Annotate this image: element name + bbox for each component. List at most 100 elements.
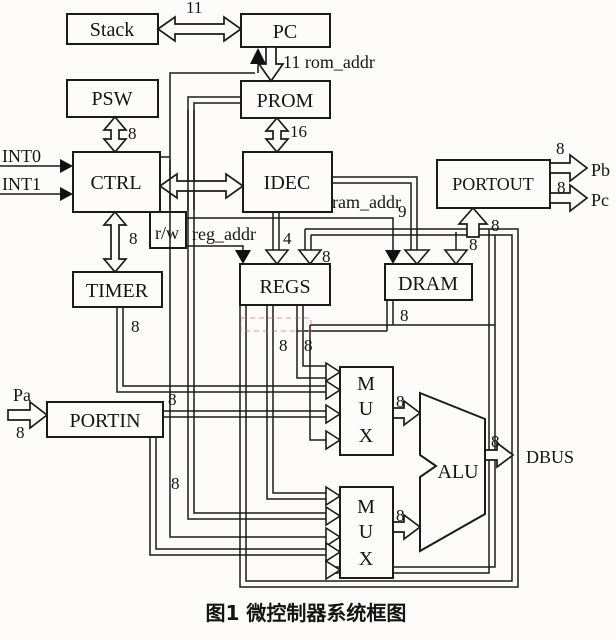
pa-in-arrow bbox=[7, 400, 49, 430]
wire-dbus-loop-inner bbox=[245, 234, 513, 582]
ram-addr-label: ram_addr bbox=[332, 192, 401, 212]
regs-write-arrowhead bbox=[297, 249, 323, 266]
reg-addr-label: reg_addr bbox=[192, 224, 256, 244]
width-pb: 8 bbox=[556, 139, 565, 158]
block-alu: ALU bbox=[419, 391, 486, 553]
portin-label: PORTIN bbox=[69, 410, 140, 432]
wire-muxb-in4b bbox=[155, 437, 326, 550]
pc-port-label: Pc bbox=[591, 190, 609, 210]
figure-caption: 图1 微控制器系统框图 bbox=[206, 601, 407, 625]
mux1-letter-u: U bbox=[359, 398, 374, 420]
block-timer: TIMER bbox=[72, 271, 163, 308]
wire-timer-mux-a bbox=[116, 307, 326, 393]
block-rw-flag: r/w bbox=[149, 211, 187, 249]
wire-timer-mux-b bbox=[122, 307, 326, 387]
alu-label: ALU bbox=[437, 461, 479, 483]
wire-prom-muxb-outer bbox=[187, 96, 326, 520]
mux1-letter-x: X bbox=[359, 425, 374, 447]
timer-label: TIMER bbox=[86, 280, 149, 302]
ctrl-idec-bus-arrow bbox=[158, 172, 245, 200]
width-mux1-out: 8 bbox=[396, 392, 405, 411]
ram-addr-arrowhead bbox=[385, 250, 401, 264]
block-psw: PSW bbox=[66, 79, 159, 118]
muxa-in2-arrowhead bbox=[325, 379, 342, 401]
block-dram: DRAM bbox=[384, 263, 473, 301]
regs-label: REGS bbox=[259, 276, 310, 298]
pc-load-arrowhead bbox=[250, 48, 266, 64]
portout-in-arrow bbox=[457, 206, 489, 238]
int0-label: INT0 bbox=[2, 146, 41, 166]
mux1-alu-arrow bbox=[392, 399, 422, 427]
rom-addr-label: 11 rom_addr bbox=[283, 52, 375, 72]
muxa-in1-arrowhead bbox=[325, 361, 342, 383]
wire-idec-dram-inner bbox=[332, 182, 412, 250]
psw-ctrl-bus-arrow bbox=[102, 115, 128, 154]
block-mux2: M U X bbox=[339, 486, 394, 579]
muxa-in4-arrowhead bbox=[325, 429, 342, 451]
block-prom: PROM bbox=[240, 80, 331, 119]
width-regs-out-b: 8 bbox=[304, 336, 313, 355]
muxb-in1-arrowhead bbox=[325, 485, 342, 507]
width-stack-pc: 11 bbox=[186, 0, 202, 17]
alu-dbus-arrow bbox=[484, 441, 515, 469]
width-portin-out: 8 bbox=[168, 390, 177, 409]
width-alu-out: 8 bbox=[491, 432, 500, 451]
stack-pc-bus-arrow bbox=[156, 15, 243, 43]
pb-label: Pb bbox=[591, 160, 610, 180]
wire-ctrl-pc-muxb bbox=[169, 72, 326, 538]
wire-regs-outa1 bbox=[266, 305, 326, 500]
block-regs: REGS bbox=[239, 263, 331, 306]
width-portout-in: 8 bbox=[491, 216, 500, 235]
mux2-letter-m: M bbox=[357, 496, 375, 518]
wire-prom-muxb-inner bbox=[193, 102, 326, 514]
rw-regs-arrowhead bbox=[235, 250, 251, 264]
width-dram-out: 8 bbox=[400, 306, 409, 325]
mux1-letter-m: M bbox=[357, 373, 375, 395]
mux2-alu-arrow bbox=[392, 513, 422, 541]
wire-idec-dram-outer bbox=[332, 176, 418, 250]
width-pc-port: 8 bbox=[557, 178, 566, 197]
rw-label: r/w bbox=[155, 223, 179, 243]
wire-regs-outb2 bbox=[302, 305, 326, 367]
mux2-letter-u: U bbox=[359, 521, 374, 543]
muxb-in5-arrowhead bbox=[325, 559, 342, 581]
prom-label: PROM bbox=[257, 90, 314, 112]
dram-label: DRAM bbox=[398, 273, 458, 295]
width-prom-idec: 16 bbox=[290, 122, 307, 141]
mux2-letter-x: X bbox=[359, 548, 374, 570]
width-regs-write: 8 bbox=[322, 247, 331, 266]
width-ctrl-timer: 8 bbox=[129, 229, 138, 248]
width-timer-out: 8 bbox=[131, 317, 140, 336]
block-portin: PORTIN bbox=[46, 401, 164, 438]
ctrl-timer-bus-arrow bbox=[102, 210, 128, 274]
block-idec: IDEC bbox=[242, 151, 333, 213]
wire-muxb-in4a bbox=[149, 437, 326, 556]
int0-arrowhead bbox=[60, 159, 73, 173]
pa-label: Pa bbox=[13, 385, 31, 405]
block-ctrl: CTRL bbox=[72, 151, 161, 213]
dram-write-arrowhead bbox=[443, 249, 469, 266]
ctrl-label: CTRL bbox=[90, 172, 141, 194]
block-mux1: M U X bbox=[339, 366, 394, 456]
int1-arrowhead bbox=[60, 187, 73, 201]
block-stack: Stack bbox=[66, 13, 159, 45]
idec-label: IDEC bbox=[264, 172, 311, 194]
block-portout: PORTOUT bbox=[436, 159, 551, 209]
muxb-in3-arrowhead bbox=[325, 526, 342, 548]
int1-label: INT1 bbox=[2, 174, 41, 194]
muxb-in2-arrowhead bbox=[325, 505, 342, 527]
prom-idec-bus-arrow bbox=[264, 116, 290, 154]
pc-label: PC bbox=[273, 21, 297, 43]
width-ctrl-down: 8 bbox=[171, 474, 180, 493]
pc-out-arrow bbox=[549, 183, 589, 213]
width-psw-ctrl: 8 bbox=[128, 124, 137, 143]
width-mux2-out: 8 bbox=[396, 506, 405, 525]
idec-regs-arrowhead bbox=[264, 249, 290, 266]
width-dram-write: 8 bbox=[469, 235, 478, 254]
psw-label: PSW bbox=[91, 88, 132, 110]
wire-ram-addr bbox=[187, 217, 394, 250]
portout-label: PORTOUT bbox=[452, 174, 534, 194]
block-pc: PC bbox=[240, 13, 331, 48]
muxb-in4-arrowhead bbox=[325, 541, 342, 563]
